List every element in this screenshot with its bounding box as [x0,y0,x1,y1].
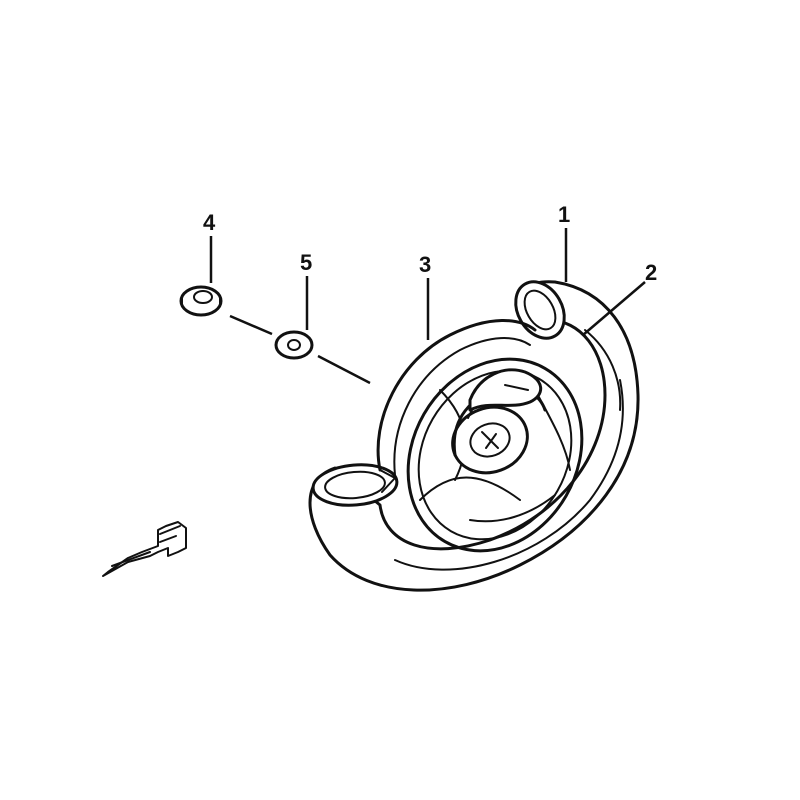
callout-2: 2 [645,260,657,285]
valve-loop [467,368,543,419]
front-direction-arrow-icon [102,521,187,577]
callout-5: 5 [300,250,312,275]
callout-1: 1 [558,202,570,227]
wheel-assembly [308,280,640,592]
leader-2 [582,281,646,336]
axis-line [229,314,371,385]
tire-tread-line [394,379,624,571]
washer [274,330,314,360]
callout-3: 3 [419,252,431,277]
tire-section-bottom [311,463,399,507]
nut [179,285,223,317]
callout-labels: 1 2 3 4 5 [203,202,657,285]
tire-sidewall-line [584,329,622,411]
leader-lines [209,228,646,340]
callout-4: 4 [203,210,216,235]
